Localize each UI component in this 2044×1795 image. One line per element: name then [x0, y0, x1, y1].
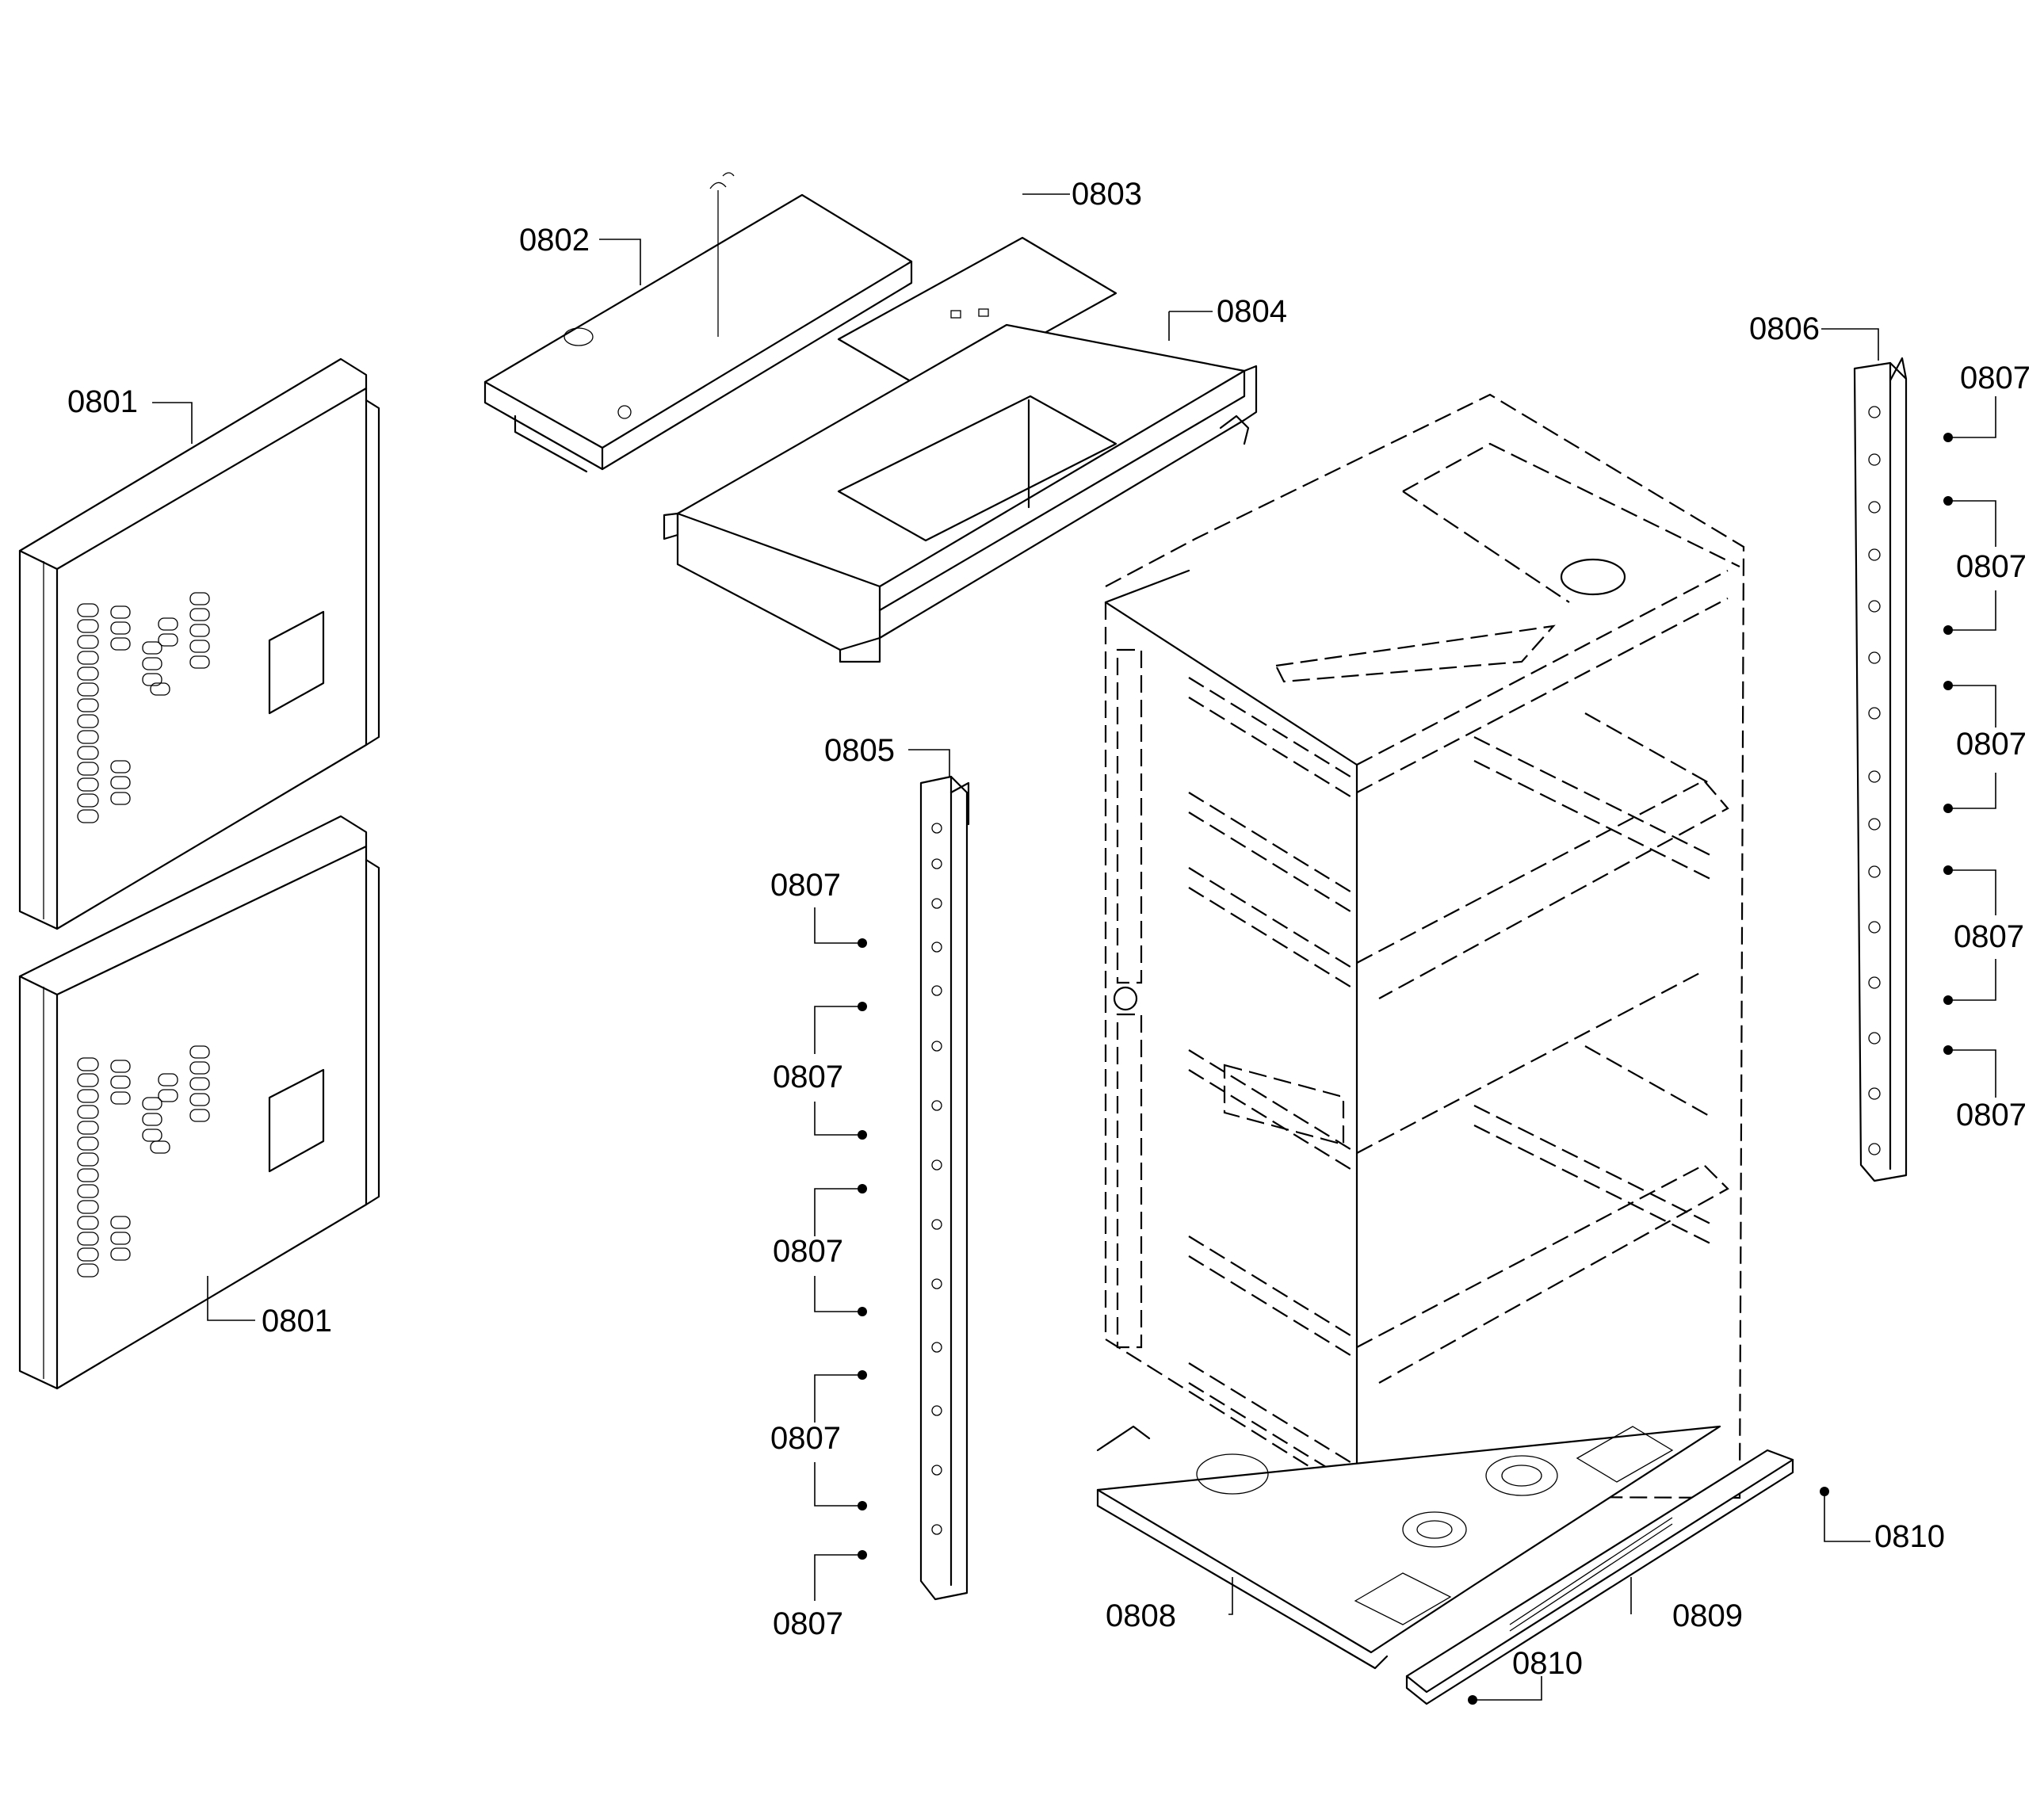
label-0807-left-4: 0807	[770, 1421, 841, 1456]
label-0801-upper: 0801	[67, 384, 138, 419]
top-plate	[837, 236, 1118, 396]
label-0807-right-4: 0807	[1954, 919, 2024, 954]
label-0809: 0809	[1672, 1598, 1743, 1633]
label-0807-left-5: 0807	[773, 1606, 843, 1641]
label-0807-right-3: 0807	[1956, 727, 2027, 762]
label-0805: 0805	[824, 733, 895, 768]
label-0810-right: 0810	[1874, 1519, 1945, 1554]
label-0804: 0804	[1217, 294, 1287, 329]
top-frame	[663, 323, 1258, 663]
front-strip	[1405, 1449, 1794, 1705]
label-0802: 0802	[519, 223, 590, 258]
part-labels: 0801 0801 0802 0803 0804 0805 0806 0807 …	[67, 177, 2031, 1681]
label-0810-left: 0810	[1512, 1646, 1583, 1681]
leader-lines	[152, 193, 1996, 1701]
label-0807-left-3: 0807	[773, 1234, 843, 1269]
side-panel-upper	[18, 357, 380, 930]
label-0801-lower: 0801	[262, 1304, 332, 1339]
right-rail	[1853, 357, 1908, 1182]
label-0808: 0808	[1106, 1598, 1176, 1633]
label-0803: 0803	[1072, 177, 1142, 212]
side-panel-lower	[18, 815, 380, 1390]
vent-slots-lower	[77, 1045, 210, 1278]
oven-chassis	[1104, 393, 1745, 1499]
label-0806: 0806	[1749, 311, 1820, 346]
label-0807-right-1: 0807	[1960, 361, 2031, 395]
left-rail	[919, 775, 970, 1601]
label-0807-right-5: 0807	[1956, 1098, 2027, 1132]
label-0807-left-1: 0807	[770, 868, 841, 903]
vent-slots-upper	[77, 592, 210, 823]
label-0807-right-2: 0807	[1956, 549, 2027, 584]
label-0807-left-2: 0807	[773, 1060, 843, 1094]
bottom-pan	[1096, 1425, 1721, 1670]
top-cover	[483, 172, 913, 473]
